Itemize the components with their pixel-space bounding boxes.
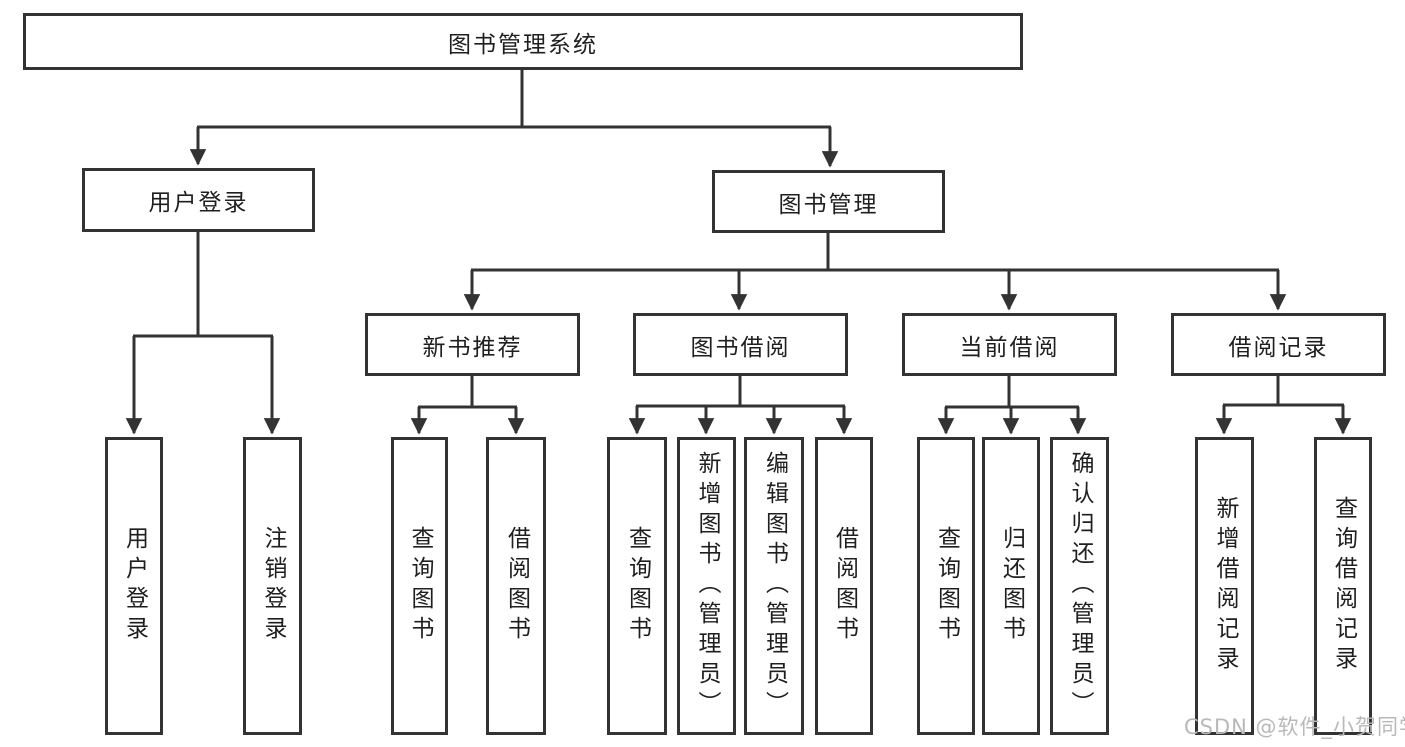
leaf-logout: 注销登录 xyxy=(243,437,302,735)
csdn-watermark: CSDN @软件_小贺同学 xyxy=(1184,715,1405,739)
leaf-query-book-borrow: 查询图书 xyxy=(607,437,667,735)
node-current-borrow: 当前借阅 xyxy=(902,313,1117,376)
leaf-query-borrow-record: 查询借阅记录 xyxy=(1314,437,1372,735)
leaf-confirm-return-admin-label: 确认归还（管理员） xyxy=(1067,451,1093,721)
leaf-user-login: 用户登录 xyxy=(105,437,163,735)
leaf-query-book-recommend-label: 查询图书 xyxy=(407,526,433,646)
node-new-book-recommend: 新书推荐 xyxy=(365,313,580,376)
leaf-query-book-current: 查询图书 xyxy=(917,437,975,735)
leaf-user-login-label: 用户登录 xyxy=(121,526,148,646)
leaf-query-book-borrow-label: 查询图书 xyxy=(624,526,651,646)
node-book-management: 图书管理 xyxy=(712,170,945,233)
leaf-query-book-recommend: 查询图书 xyxy=(391,437,448,735)
leaf-borrow-book: 借阅图书 xyxy=(815,437,873,735)
leaf-add-borrow-record: 新增借阅记录 xyxy=(1195,437,1254,735)
leaf-borrow-book-recommend: 借阅图书 xyxy=(486,437,546,735)
node-book-borrow: 图书借阅 xyxy=(633,313,848,376)
leaf-query-book-current-label: 查询图书 xyxy=(933,526,960,646)
leaf-edit-book-admin: 编辑图书（管理员） xyxy=(744,437,804,735)
node-borrow-records: 借阅记录 xyxy=(1171,313,1386,376)
leaf-add-borrow-record-label: 新增借阅记录 xyxy=(1212,496,1238,676)
leaf-borrow-book-recommend-label: 借阅图书 xyxy=(503,526,530,646)
leaf-add-book-admin: 新增图书（管理员） xyxy=(677,437,736,735)
leaf-logout-label: 注销登录 xyxy=(260,526,286,646)
leaf-return-book: 归还图书 xyxy=(982,437,1040,735)
leaf-confirm-return-admin: 确认归还（管理员） xyxy=(1050,437,1109,735)
leaf-return-book-label: 归还图书 xyxy=(998,526,1025,646)
node-library-system: 图书管理系统 xyxy=(23,13,1023,70)
leaf-add-book-admin-label: 新增图书（管理员） xyxy=(694,451,720,721)
node-user-login: 用户登录 xyxy=(82,168,315,232)
leaf-borrow-book-label: 借阅图书 xyxy=(831,526,858,646)
leaf-edit-book-admin-label: 编辑图书（管理员） xyxy=(761,451,788,721)
leaf-query-borrow-record-label: 查询借阅记录 xyxy=(1330,496,1357,676)
